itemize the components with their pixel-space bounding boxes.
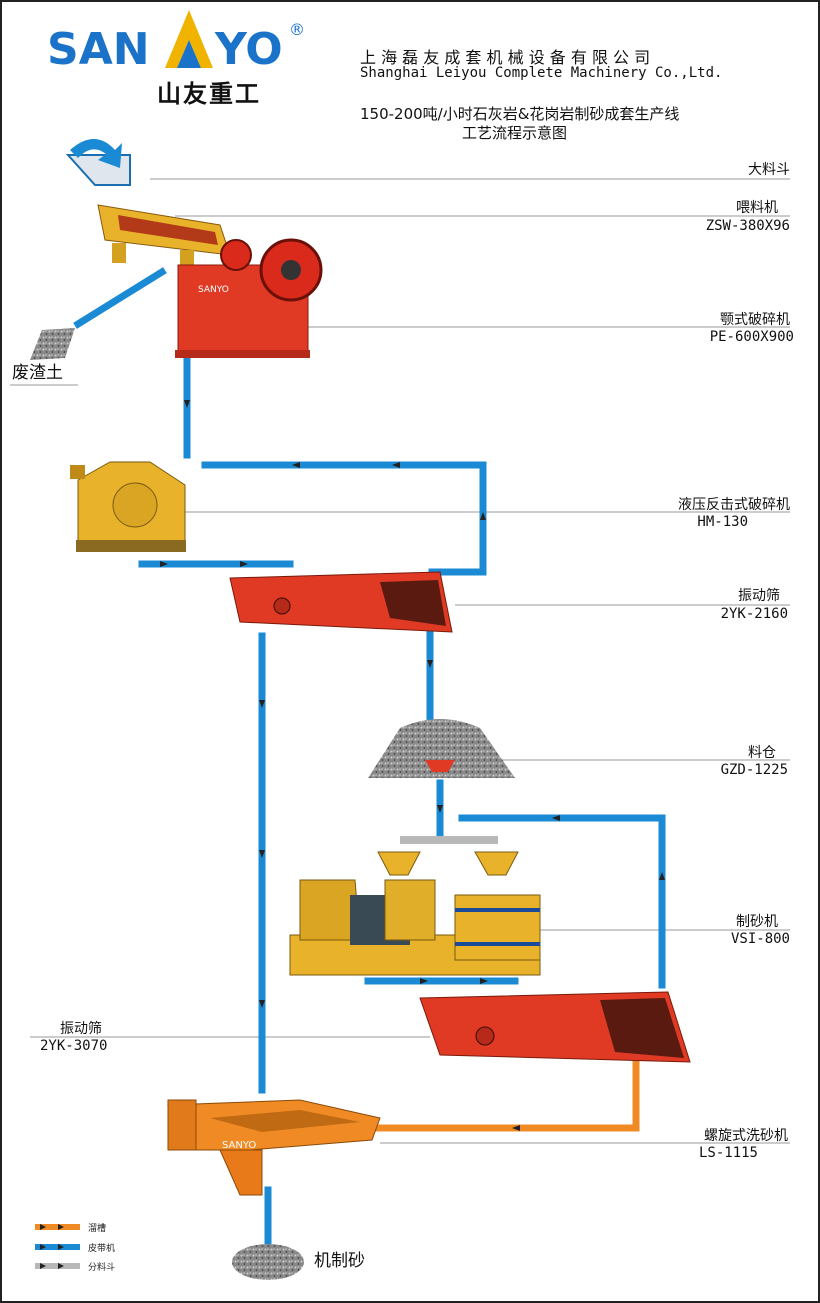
- logo: SAN YO ® 山友重工: [45, 10, 310, 108]
- svg-text:SANYO: SANYO: [198, 285, 229, 295]
- legend-swatches: [35, 1224, 80, 1269]
- belt-conveyors: [73, 267, 666, 1249]
- feeder-graphic: [97, 204, 231, 270]
- screen-2-graphic: [419, 991, 691, 1063]
- label-feeder-model: ZSW-380X96: [705, 218, 790, 234]
- label-hopper: 大料斗: [748, 162, 790, 178]
- legend-chute: 溜槽: [88, 1224, 107, 1234]
- label-washer-model: LS-1115: [698, 1145, 758, 1161]
- legend-belt: 皮带机: [88, 1244, 116, 1254]
- screen-1-graphic: [229, 571, 453, 633]
- belt-waste: [73, 267, 167, 329]
- jaw-crusher-graphic: SANYO: [175, 238, 323, 358]
- impact-crusher-graphic: [70, 461, 186, 552]
- label-washer: 螺旋式洗砂机: [704, 1128, 788, 1144]
- label-bin: 料仓: [748, 745, 776, 761]
- logo-text-right: YO: [215, 24, 283, 75]
- logo-text-left: SAN: [47, 24, 150, 75]
- logo-reg-mark: ®: [289, 20, 305, 39]
- logo-subtitle: 山友重工: [157, 79, 261, 108]
- bin-graphic: [368, 719, 515, 778]
- svg-text:SANYO: SANYO: [222, 1140, 256, 1151]
- label-screen-2: 振动筛: [60, 1021, 102, 1037]
- label-waste: 废渣土: [12, 363, 63, 383]
- direction-arrows: [160, 400, 665, 1131]
- chute-washer: [372, 1048, 640, 1132]
- vsi-graphic: [289, 851, 541, 976]
- company-name-en: Shanghai Leiyou Complete Machinery Co.,L…: [360, 65, 723, 81]
- washer-graphic: SANYO: [167, 1099, 381, 1196]
- legend-splitter: 分料斗: [88, 1263, 116, 1273]
- diagram-subtitle: 工艺流程示意图: [462, 124, 568, 142]
- leader-lines: [10, 178, 790, 1144]
- label-jaw-model: PE-600X900: [709, 329, 794, 345]
- belt-return-loop: [201, 461, 487, 576]
- logo-mountain-icon: [165, 10, 213, 68]
- company-name-cn: 上 海 磊 友 成 套 机 械 设 备 有 限 公 司: [360, 48, 651, 67]
- final-sand-pile: [232, 1244, 304, 1280]
- belt-vsi-return: [458, 814, 666, 989]
- label-screen-1: 振动筛: [738, 588, 780, 604]
- label-bin-model: GZD-1225: [720, 762, 788, 778]
- diagram-title: 150-200吨/小时石灰岩&花岗岩制砂成套生产线: [360, 105, 680, 123]
- label-screen-1-model: 2YK-2160: [720, 606, 788, 622]
- label-vsi: 制砂机: [736, 914, 778, 930]
- label-jaw: 颚式破碎机: [720, 312, 790, 328]
- label-vsi-model: VSI-800: [730, 931, 790, 947]
- label-impact: 液压反击式破碎机: [678, 497, 790, 513]
- waste-pile: [30, 328, 75, 360]
- label-sand: 机制砂: [314, 1251, 365, 1271]
- label-screen-2-model: 2YK-3070: [40, 1038, 108, 1054]
- label-feeder: 喂料机: [736, 200, 778, 216]
- hopper-graphic: [65, 139, 131, 186]
- splitter-bar: [400, 836, 498, 844]
- label-impact-model: HM-130: [697, 514, 748, 530]
